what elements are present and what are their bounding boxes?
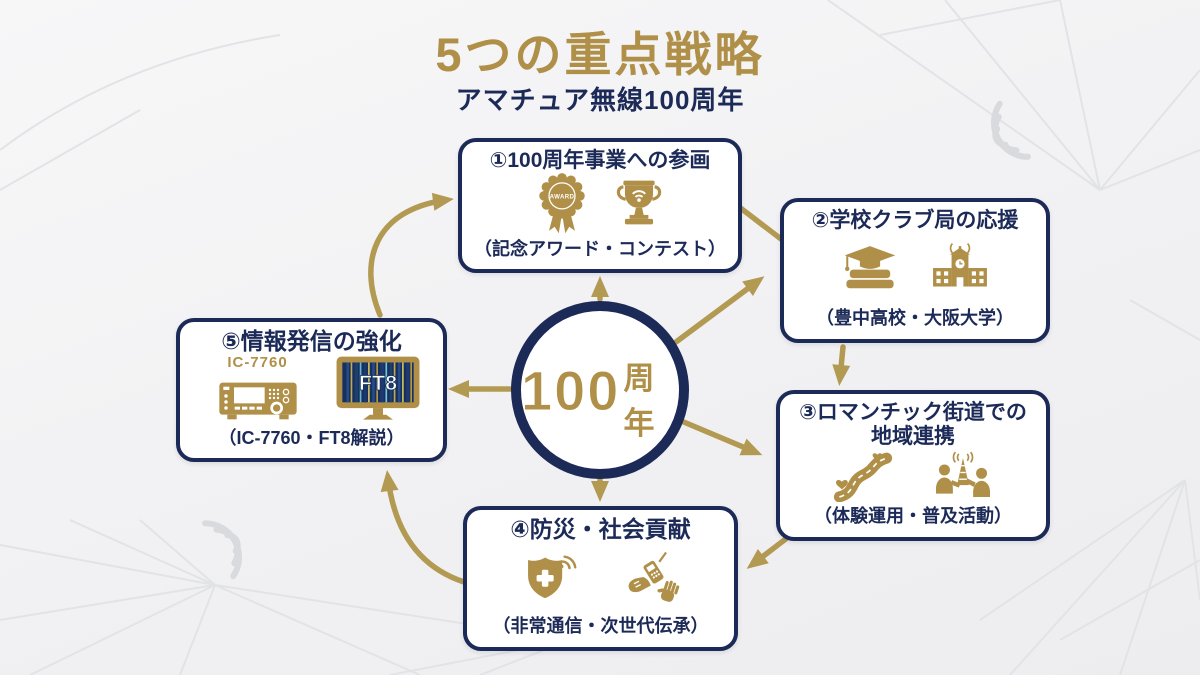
svg-text:AWARD: AWARD <box>550 193 575 200</box>
strategy-2-title: ②学校クラブ局の応援 <box>811 209 1019 232</box>
road-hearts-icon <box>833 452 893 503</box>
strategy-box-1: ①100周年事業への参画 AWARD <box>458 138 742 273</box>
arrow-2-to-3 <box>832 344 851 386</box>
strategy-box-2: ②学校クラブ局の応援 <box>780 198 1050 343</box>
signal-arcs-top-right <box>991 100 1031 160</box>
strategy-3-caption: （体験運用・普及活動） <box>814 506 1012 527</box>
people-antenna-icon <box>936 451 990 497</box>
center-circle: 100 周年 <box>511 301 689 479</box>
strategy-box-3: ③ロマンチック街道での 地域連携 <box>776 390 1050 541</box>
page-subtitle: アマチュア無線100周年 <box>455 85 745 115</box>
strategy-1-caption: （記念アワード・コンテスト） <box>474 238 726 259</box>
books-graduation-icon <box>844 246 896 289</box>
center-number: 100 <box>520 358 621 422</box>
svg-text:FT8: FT8 <box>358 370 396 395</box>
strategy-4-caption: （非常通信・次世代伝承） <box>492 616 709 636</box>
strategy-1-title: ①100周年事業への参画 <box>489 149 711 172</box>
strategy-3-title-line1: ③ロマンチック街道での <box>799 401 1027 424</box>
trophy-signal-icon <box>616 180 662 224</box>
ft8-monitor-icon: FT8 <box>336 356 419 420</box>
school-building-icon <box>933 243 987 287</box>
strategy-box-4: ④防災・社会貢献 <box>463 506 738 651</box>
shield-signal-icon <box>527 555 576 599</box>
transceiver-icon <box>218 382 297 420</box>
arrow-4-to-5 <box>380 470 467 585</box>
award-medal-icon: AWARD <box>539 172 585 233</box>
signal-arcs-bottom-left <box>202 520 242 580</box>
arrow-center-to-2 <box>673 276 765 345</box>
strategy-5-caption: （IC-7760・FT8解説） <box>218 427 405 448</box>
strategy-5-title: ⑤情報発信の強化 <box>221 328 402 354</box>
transceiver-model-label: IC-7760 <box>227 353 288 371</box>
arrow-5-to-1 <box>368 192 454 318</box>
strategy-3-title-line2: 地域連携 <box>871 424 955 448</box>
strategy-2-caption: （豊中高校・大阪大学） <box>816 308 1014 328</box>
center-suffix: 周年 <box>623 361 655 441</box>
arrow-3-to-4 <box>746 535 790 569</box>
page-title: 5つの重点戦略 <box>435 28 765 81</box>
radio-handover-icon <box>628 552 679 603</box>
strategy-4-title: ④防災・社会貢献 <box>510 516 691 542</box>
strategy-box-5: ⑤情報発信の強化 IC-7760 <box>176 318 447 462</box>
arrow-center-to-3 <box>676 417 763 456</box>
